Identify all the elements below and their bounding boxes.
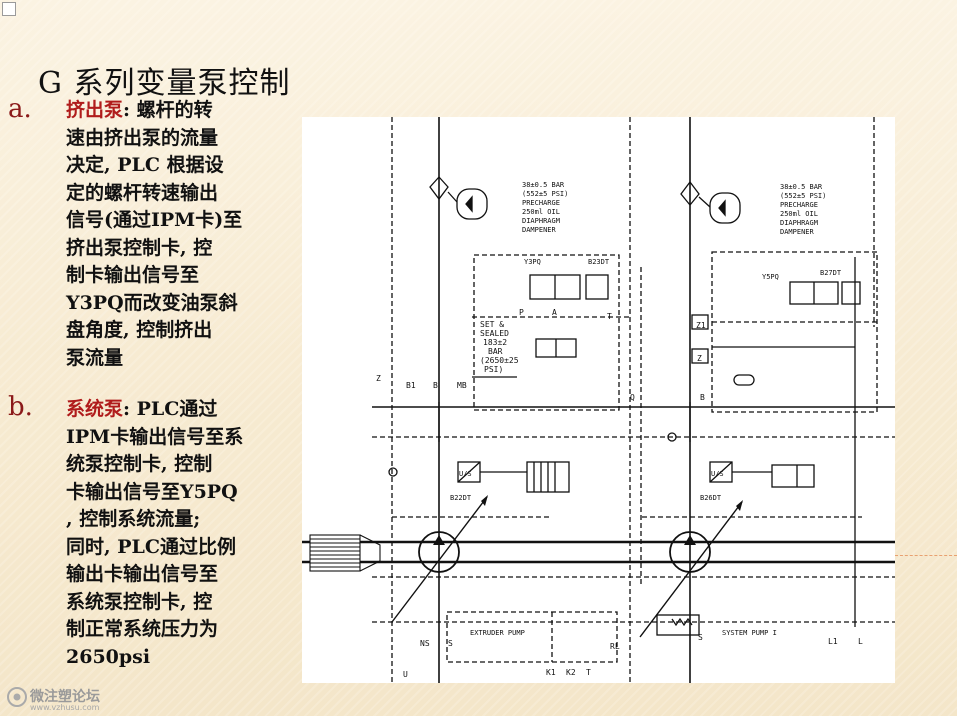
dampener-right-line: DIAPHRAGM: [780, 219, 818, 227]
bullet-a-keyword: 挤出泵: [66, 99, 124, 121]
port-z2-label: Z: [697, 354, 702, 363]
port-l-label: L: [858, 637, 863, 646]
bullet-b-keyword: 系统泵: [66, 398, 124, 420]
extruder-pump-label: EXTRUDER PUMP: [470, 629, 525, 637]
port-b1-label: B1: [406, 381, 416, 390]
setting-label: SET & SEALED 183±2 BAR (2650±25 PSI): [480, 320, 519, 374]
bullet-a-line: 定的螺杆转速输出: [66, 181, 219, 204]
port-t-label: T: [607, 312, 612, 321]
dampener-right-line: 38±0.5 BAR: [780, 183, 823, 191]
port-b-label: B: [433, 381, 438, 390]
dampener-right-line: (552±5 PSI): [780, 192, 826, 200]
valve-right-tag: B27DT: [820, 269, 842, 277]
port-k2-label: K2: [566, 668, 576, 677]
dampener-left-line: (552±5 PSI): [522, 190, 568, 198]
watermark-url: www.vzhusu.com: [30, 703, 100, 712]
dampener-right-line: DAMPENER: [780, 228, 815, 236]
bullet-b-line: IPM卡输出信号至系: [66, 425, 244, 448]
bullet-b-line: 系统泵控制卡, 控: [66, 590, 213, 613]
bullet-a-line: 挤出泵控制卡, 控: [66, 236, 213, 259]
bullet-a-line: 决定, PLC 根据设: [66, 154, 224, 176]
bullet-a-line: 盘角度, 控制挤出: [66, 319, 213, 341]
bullet-marker-b: b.: [8, 392, 33, 422]
port-z-label: Z: [376, 374, 381, 383]
port-k1-label: K1: [546, 668, 556, 677]
valve-left-tag: B23DT: [588, 258, 610, 266]
port-p-label: P: [519, 308, 524, 317]
guide-line: [895, 555, 957, 556]
port-t2-label: T: [586, 668, 591, 677]
forum-logo-icon: [7, 687, 27, 707]
port-s-label: S: [448, 639, 453, 648]
bullet-b-line: 输出卡输出信号至: [66, 563, 219, 585]
bullet-b-line: , 控制系统流量;: [66, 508, 201, 530]
valve-right-label: Y5PQ: [762, 273, 779, 281]
setting-line: 183±2: [483, 338, 507, 347]
port-a-label: A: [552, 308, 557, 317]
dampener-left-line: DAMPENER: [522, 226, 557, 234]
port-ns-label: NS: [420, 639, 430, 648]
dampener-right-line: 250ml OIL: [780, 210, 818, 218]
watermark: 微注塑论坛 www.vzhusu.com: [4, 684, 124, 714]
bullet-a-line: : 螺杆的转: [123, 99, 213, 121]
bullet-a-line: 信号(通过IPM卡)至: [66, 209, 243, 231]
hydraulic-schematic: 38±0.5 BAR (552±5 PSI) PRECHARGE 250ml O…: [302, 117, 895, 683]
sensor-right-label: U/S: [711, 470, 724, 478]
corner-checkbox: [2, 2, 16, 16]
watermark-name: 微注塑论坛: [30, 689, 100, 705]
dampener-right-label: 38±0.5 BAR (552±5 PSI) PRECHARGE 250ml O…: [780, 183, 826, 236]
sensor-right-tag: B26DT: [700, 494, 722, 502]
dampener-left-line: 38±0.5 BAR: [522, 181, 565, 189]
bullet-a-line: 泵流量: [66, 346, 124, 369]
setting-line: SEALED: [480, 329, 509, 338]
bullet-b-text: 系统泵: PLC通过 IPM卡输出信号至系 统泵控制卡, 控制 卡输出信号至Y5…: [66, 396, 243, 671]
bullet-b-line: 卡输出信号至Y5PQ: [66, 480, 238, 503]
schematic-svg: 38±0.5 BAR (552±5 PSI) PRECHARGE 250ml O…: [302, 117, 895, 683]
system-pump-label: SYSTEM PUMP I: [722, 629, 777, 637]
bullet-marker-a: a.: [8, 94, 32, 124]
dampener-left-label: 38±0.5 BAR (552±5 PSI) PRECHARGE 250ml O…: [522, 181, 568, 234]
valve-left-label: Y3PQ: [524, 258, 541, 266]
dampener-left-line: PRECHARGE: [522, 199, 560, 207]
sensor-left-tag: B22DT: [450, 494, 472, 502]
slide-title: G 系列变量泵控制: [38, 66, 291, 101]
bullet-b-line: 2650psi: [66, 645, 151, 668]
dampener-right-line: PRECHARGE: [780, 201, 818, 209]
port-b2-label: B: [700, 393, 705, 402]
port-rl-label: RL: [610, 642, 620, 651]
port-u-label: U: [403, 670, 408, 679]
port-s2-label: S: [698, 633, 703, 642]
setting-line: (2650±25: [480, 356, 519, 365]
setting-line: BAR: [488, 347, 503, 356]
setting-line: SET &: [480, 320, 504, 329]
dampener-left-line: 250ml OIL: [522, 208, 560, 216]
port-mb-label: MB: [457, 381, 467, 390]
bullet-a-text: 挤出泵: 螺杆的转 速由挤出泵的流量 决定, PLC 根据设 定的螺杆转速输出 …: [66, 97, 242, 372]
bullet-b-line: : PLC通过: [123, 398, 218, 420]
dampener-left-line: DIAPHRAGM: [522, 217, 560, 225]
port-l1-label: L1: [828, 637, 838, 646]
bullet-b-line: 制正常系统压力为: [66, 618, 219, 640]
bullet-b-line: 同时, PLC通过比例: [66, 535, 236, 558]
setting-line: PSI): [484, 365, 503, 374]
port-q-label: Q: [630, 393, 635, 402]
port-z1-label: Z1: [696, 321, 706, 330]
bullet-a-line: Y3PQ而改变油泵斜: [66, 291, 238, 314]
bullet-b-line: 统泵控制卡, 控制: [66, 453, 213, 475]
bullet-a-line: 制卡输出信号至: [66, 264, 200, 286]
sensor-left-label: U/S: [459, 470, 472, 478]
bullet-a-line: 速由挤出泵的流量: [66, 126, 219, 149]
